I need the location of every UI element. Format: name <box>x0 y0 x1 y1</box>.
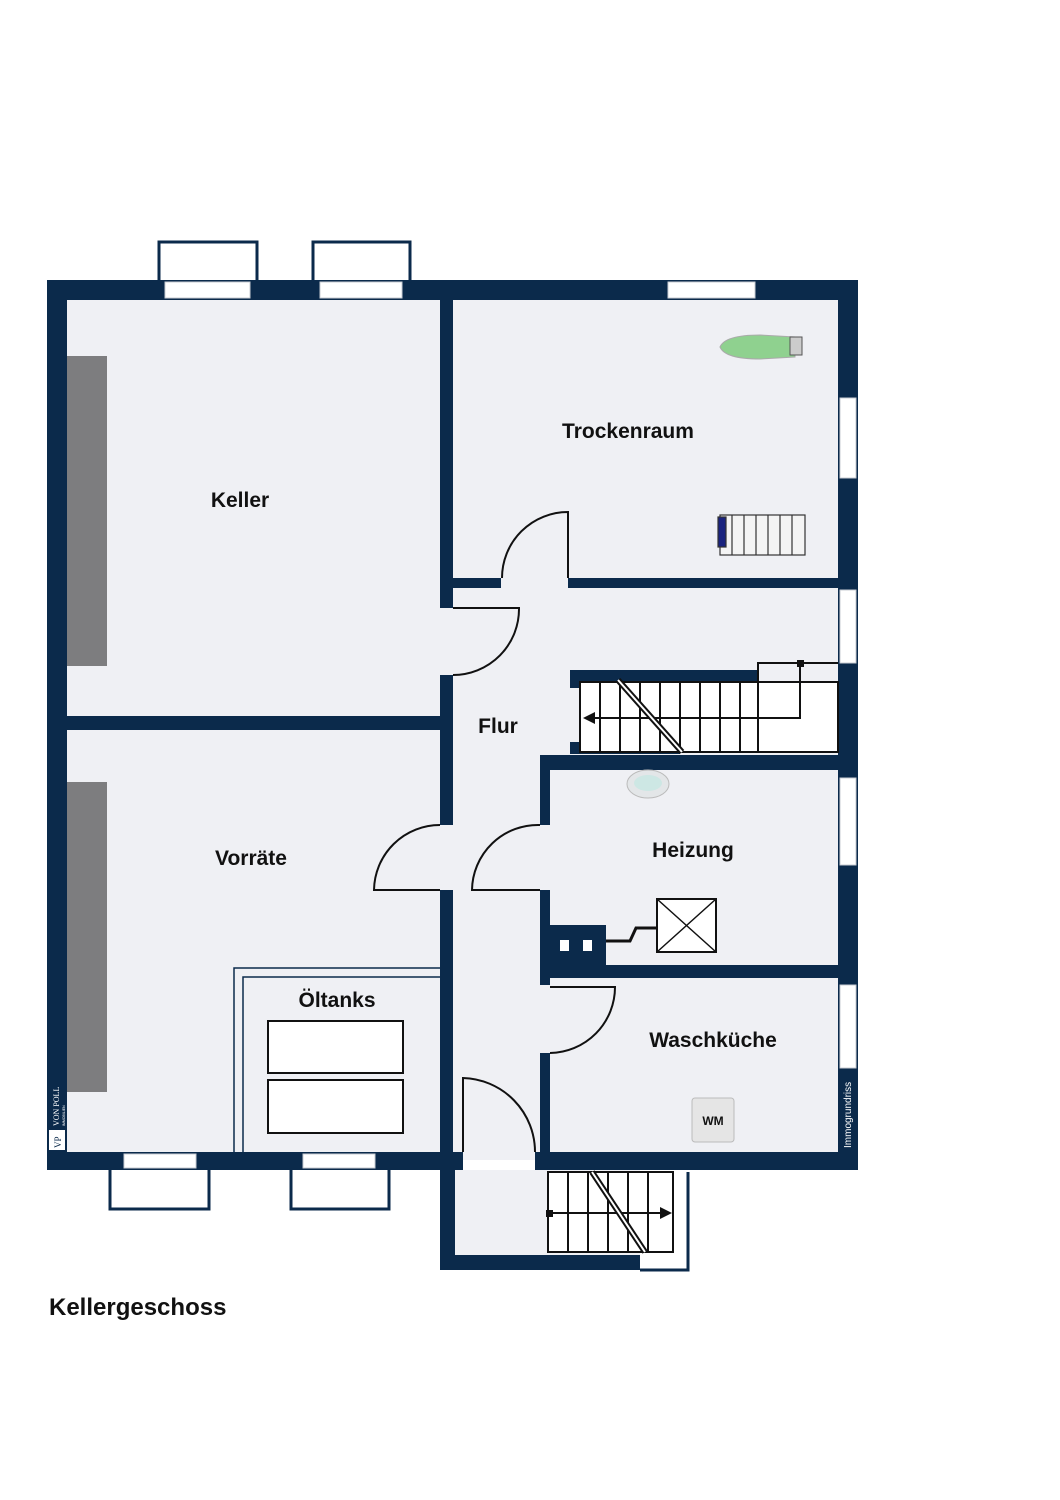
shelf <box>67 782 107 1092</box>
room-label-trockenraum: Trockenraum <box>562 420 694 443</box>
chimney-flue <box>583 940 592 951</box>
doors <box>372 510 617 1153</box>
washing-machine-label: WM <box>702 1114 723 1128</box>
oil-tank-room <box>233 967 440 1152</box>
room-label-keller: Keller <box>211 489 269 512</box>
room-label-waschkueche: Waschküche <box>649 1029 777 1052</box>
washing-machine-icon <box>691 1097 735 1143</box>
oil-tank <box>267 1079 404 1134</box>
chimney-flue <box>560 940 569 951</box>
logo-mark: VP <box>53 1136 63 1148</box>
windows <box>123 281 857 1169</box>
room-label-oeltanks: Öltanks <box>298 989 375 1012</box>
logo-sub: IMMOBILIEN <box>62 1105 66 1126</box>
room-label-vorraete: Vorräte <box>215 847 287 870</box>
room-label-heizung: Heizung <box>652 839 734 862</box>
drying-rack-icon <box>717 514 806 556</box>
ironing-board-icon <box>719 334 796 360</box>
stair-arrow-icon <box>583 712 595 724</box>
flue-pipe <box>606 926 657 943</box>
entry-threshold <box>460 1160 535 1170</box>
boiler-cross <box>656 898 717 953</box>
stairs-down <box>547 1170 674 1254</box>
logo-name: VON POLL <box>52 1087 61 1126</box>
stair-start-marker <box>797 660 804 667</box>
credit-text: Immogrundriss <box>843 1082 854 1148</box>
von-poll-logo: VP VON POLL IMMOBILIEN <box>49 1087 66 1150</box>
stairs-up <box>579 662 839 754</box>
sink-basin <box>634 775 662 791</box>
stair-arrow-icon <box>660 1207 672 1219</box>
floor-title: Kellergeschoss <box>49 1294 227 1321</box>
shelf <box>67 356 107 666</box>
oil-tank <box>267 1020 404 1074</box>
stair-start-marker <box>546 1210 553 1217</box>
lightwells <box>108 240 690 1272</box>
room-label-flur: Flur <box>478 715 518 738</box>
iron-icon <box>789 336 803 356</box>
